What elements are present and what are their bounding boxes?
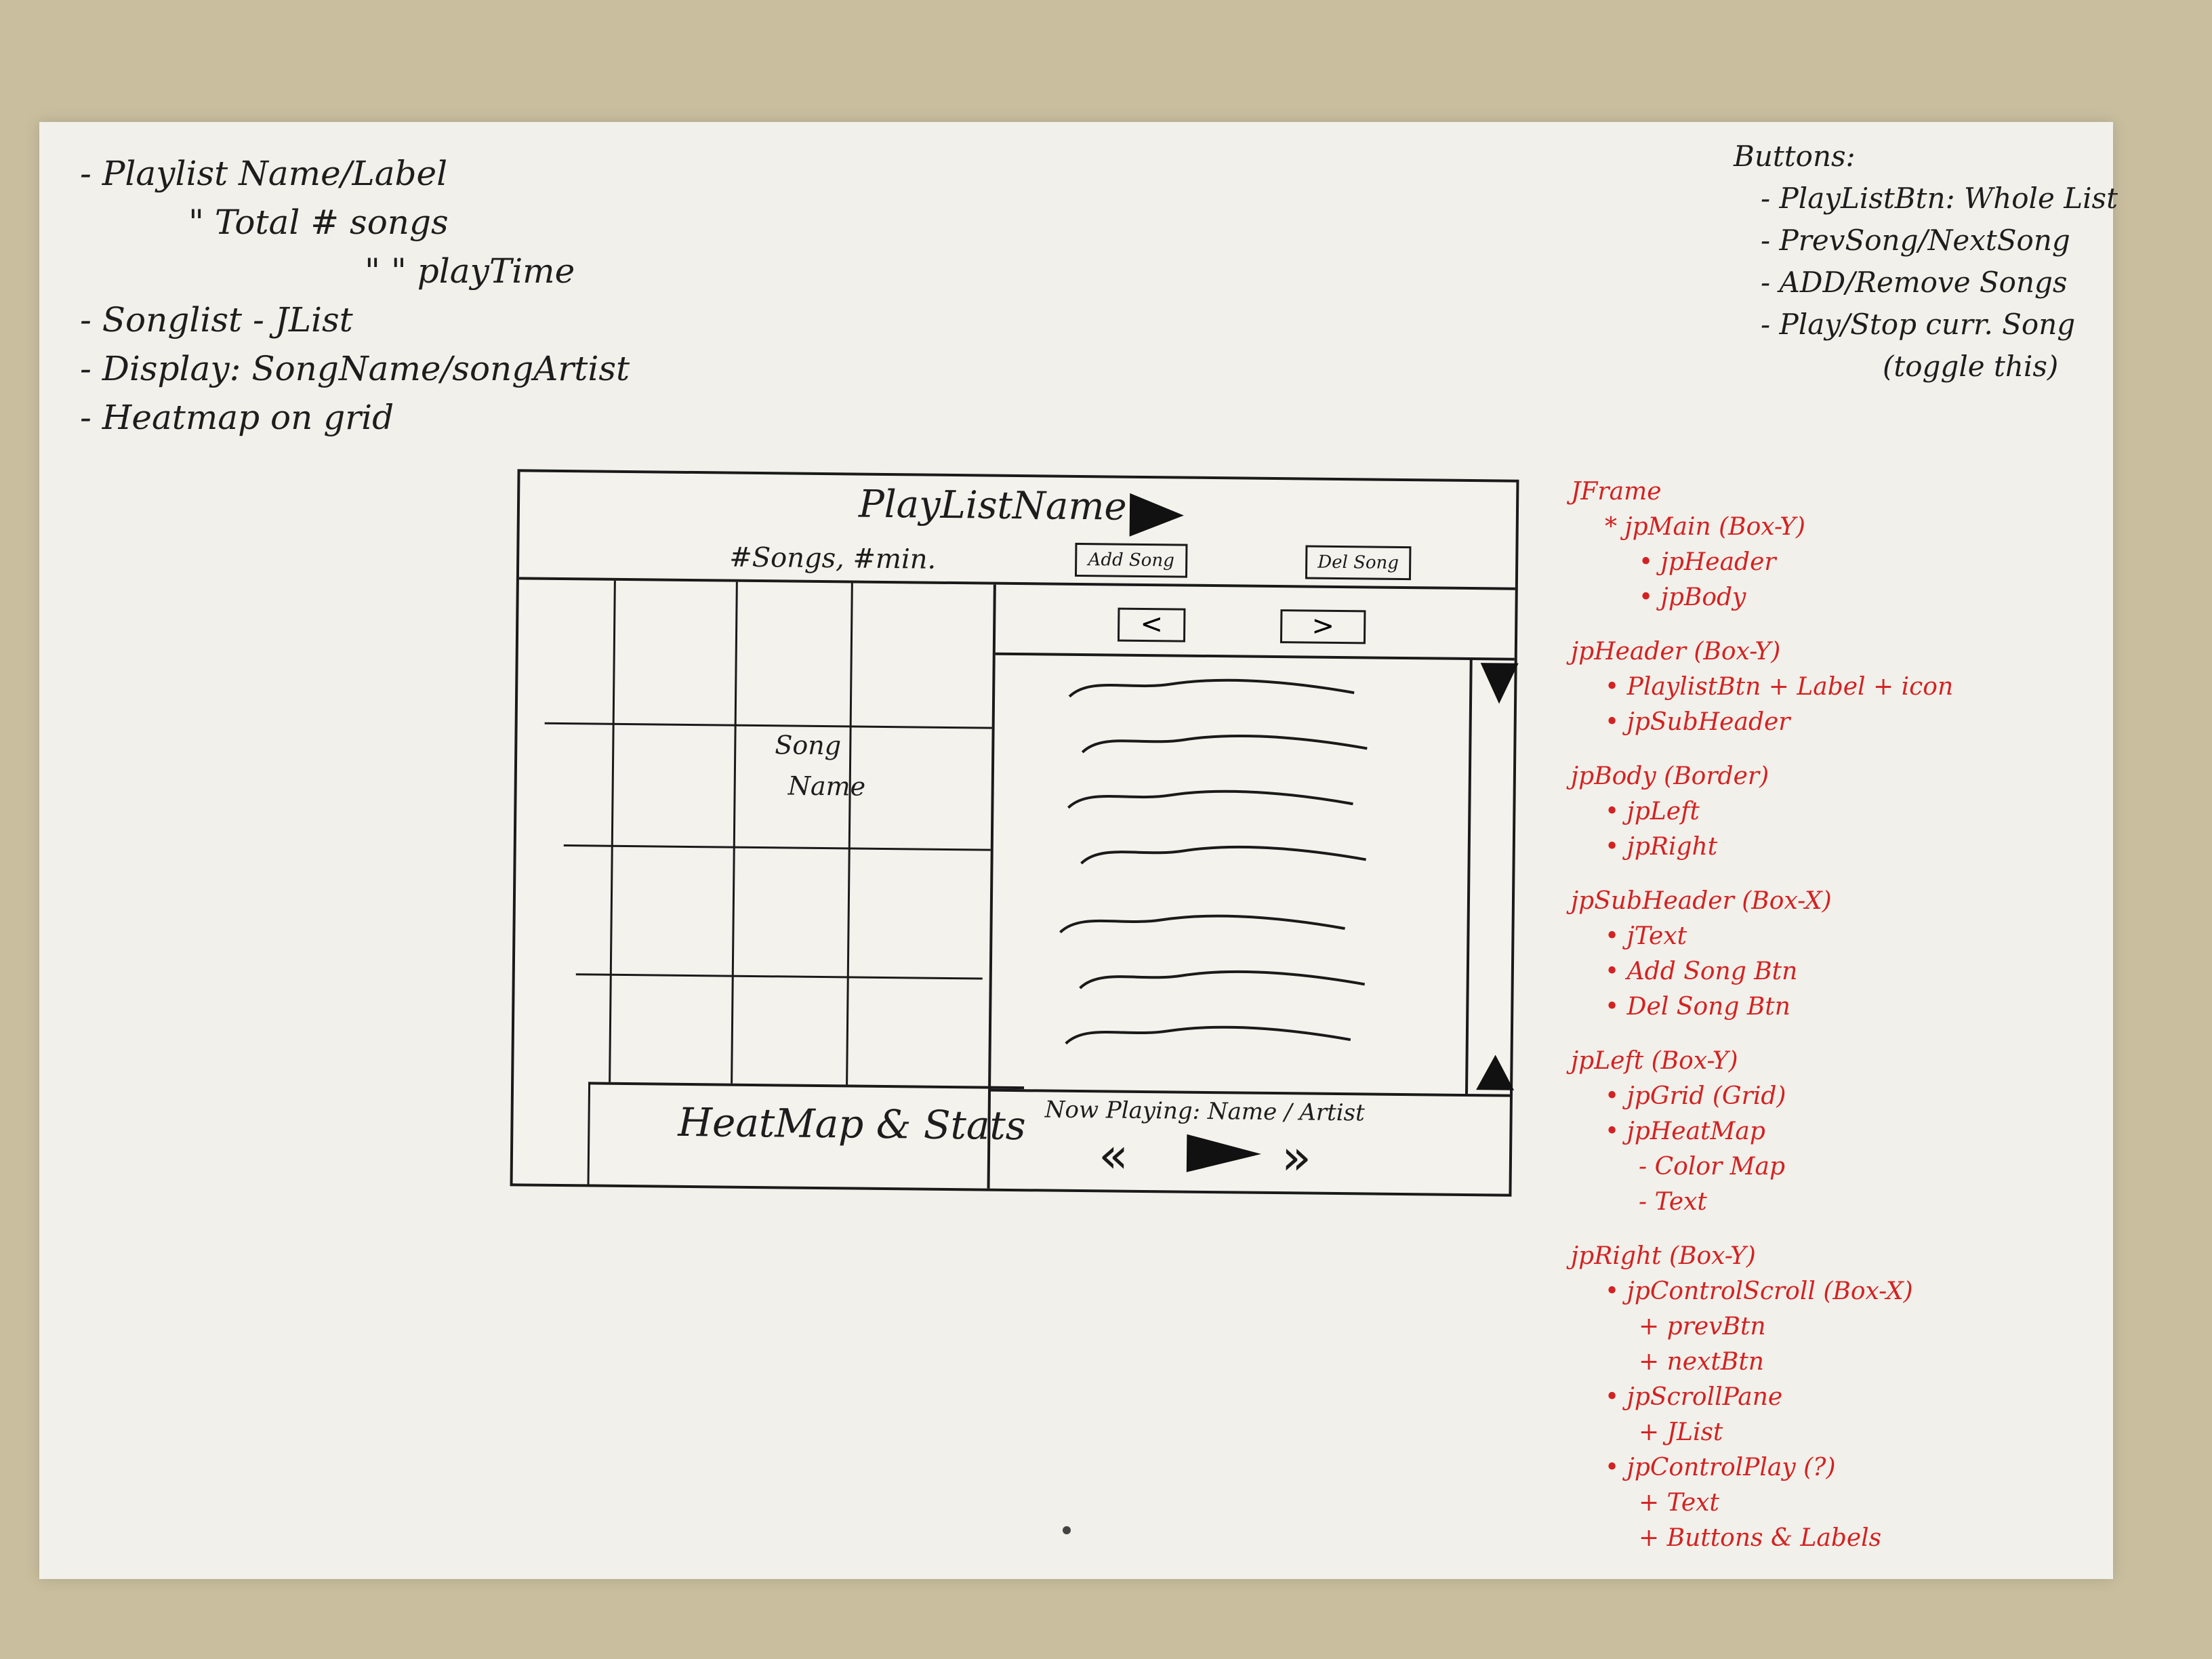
song-list-item[interactable] bbox=[1065, 1025, 1351, 1046]
heatmap-panel: HeatMap & Stats bbox=[587, 1082, 1026, 1191]
wireframe-header: PlayListName #Songs, #min. Add Song Del … bbox=[518, 472, 1517, 590]
arch-note-line: • PlaylistBtn + Label + icon bbox=[1605, 673, 1954, 701]
requirements-notes: - Playlist Name/Label " Total # songs " … bbox=[80, 149, 630, 442]
arch-note-line: • jpScrollPane bbox=[1605, 1383, 1783, 1411]
arch-note-line: jpRight (Box-Y) bbox=[1571, 1242, 1756, 1270]
arch-note-line: jpSubHeader (Box-X) bbox=[1571, 887, 1832, 915]
song-list-item[interactable] bbox=[1081, 734, 1368, 755]
note-gap bbox=[1571, 615, 1953, 634]
arch-note-line: • jpGrid (Grid) bbox=[1605, 1082, 1786, 1110]
grid-line bbox=[609, 580, 616, 1082]
arch-note-line: + nextBtn bbox=[1639, 1348, 1764, 1376]
song-list-item[interactable] bbox=[1080, 845, 1366, 866]
note-gap bbox=[1571, 865, 1953, 884]
play-icon[interactable] bbox=[1129, 493, 1185, 537]
arch-note-line: - Color Map bbox=[1639, 1153, 1786, 1181]
app-wireframe: PlayListName #Songs, #min. Add Song Del … bbox=[510, 469, 1519, 1197]
arch-note-line: jpLeft (Box-Y) bbox=[1571, 1047, 1738, 1075]
add-song-button[interactable]: Add Song bbox=[1074, 542, 1188, 578]
whiteboard-paper: - Playlist Name/Label " Total # songs " … bbox=[39, 122, 2118, 1579]
left-pane: Song Name HeatMap & Stats bbox=[512, 579, 1026, 1191]
note-line: Buttons: bbox=[1734, 140, 1856, 173]
note-gap bbox=[1571, 1025, 1953, 1044]
song-list-item[interactable] bbox=[1068, 678, 1355, 699]
note-line: (toggle this) bbox=[1883, 350, 2059, 383]
song-list-item[interactable] bbox=[1067, 790, 1353, 811]
arch-note-line: • jpRight bbox=[1605, 833, 1718, 861]
note-gap bbox=[1571, 1220, 1953, 1239]
song-list-items bbox=[1059, 678, 1368, 1046]
song-list-item[interactable] bbox=[1079, 970, 1366, 991]
arch-note-line: jpBody (Border) bbox=[1571, 762, 1769, 790]
note-gap bbox=[1571, 740, 1953, 759]
grid-line bbox=[731, 581, 738, 1084]
arch-note-line: + Text bbox=[1639, 1489, 1719, 1517]
buttons-notes: Buttons: - PlayListBtn: Whole List - Pre… bbox=[1734, 136, 2118, 388]
arch-note-line: • Del Song Btn bbox=[1605, 993, 1790, 1021]
component-hierarchy-notes: JFrame * jpMain (Box-Y) • jpHeader • jpBody… bbox=[1571, 474, 1953, 1556]
arch-note-line: • jText bbox=[1605, 922, 1687, 950]
note-line: - Songlist - JList bbox=[80, 300, 353, 340]
arch-note-line: • Add Song Btn bbox=[1605, 958, 1798, 985]
next-page-button[interactable]: > bbox=[1279, 609, 1366, 644]
previous-song-button[interactable]: « bbox=[1098, 1126, 1129, 1184]
arch-note-line: • jpLeft bbox=[1605, 798, 1700, 825]
songs-count-text: #Songs, #min. bbox=[729, 541, 937, 575]
song-list-item[interactable] bbox=[1059, 914, 1345, 935]
grid-line bbox=[846, 583, 853, 1085]
arch-note-line: + JList bbox=[1639, 1418, 1723, 1446]
note-line: - Heatmap on grid bbox=[80, 398, 394, 437]
note-line: - Playlist Name/Label bbox=[80, 154, 448, 193]
note-line: - PlayListBtn: Whole List bbox=[1761, 182, 2118, 215]
note-line: " " playTime bbox=[365, 251, 575, 291]
right-pane: < > Now Playing: Name / Artist « » bbox=[989, 584, 1519, 1197]
arch-note-line: • jpControlScroll (Box-X) bbox=[1605, 1277, 1913, 1305]
play-pause-button[interactable] bbox=[1186, 1134, 1262, 1173]
arch-note-line: • jpBody bbox=[1639, 583, 1746, 611]
arch-note-line: * jpMain (Box-Y) bbox=[1605, 513, 1805, 541]
pin-mark bbox=[1063, 1526, 1071, 1534]
del-song-button[interactable]: Del Song bbox=[1305, 545, 1412, 581]
grid-cell-text: Name bbox=[787, 771, 866, 802]
scrollbar[interactable] bbox=[1465, 660, 1519, 1094]
arch-note-line: JFrame bbox=[1571, 478, 1662, 506]
arch-note-line: + prevBtn bbox=[1639, 1313, 1766, 1340]
scroll-down-arrow-icon[interactable] bbox=[1480, 663, 1519, 704]
grid-cell-text: Song bbox=[775, 730, 842, 761]
prev-page-button[interactable]: < bbox=[1117, 607, 1186, 642]
grid-line bbox=[563, 844, 991, 851]
playlist-name-label[interactable]: PlayListName bbox=[858, 482, 1127, 529]
arch-note-line: + Buttons & Labels bbox=[1639, 1524, 1882, 1552]
note-line: - Display: SongName/songArtist bbox=[80, 349, 630, 388]
grid-line bbox=[575, 973, 983, 980]
arch-note-line: • jpSubHeader bbox=[1605, 708, 1790, 736]
heatmap-label: HeatMap & Stats bbox=[678, 1099, 1026, 1149]
scroll-up-arrow-icon[interactable] bbox=[1476, 1054, 1515, 1090]
note-line: - ADD/Remove Songs bbox=[1761, 266, 2068, 299]
arch-note-line: - Text bbox=[1639, 1188, 1707, 1216]
play-controls: Now Playing: Name / Artist « » bbox=[989, 1088, 1511, 1197]
note-line: - PrevSong/NextSong bbox=[1761, 224, 2070, 257]
arch-note-line: • jpHeatMap bbox=[1605, 1118, 1765, 1145]
arch-note-line: • jpControlPlay (?) bbox=[1605, 1454, 1836, 1481]
arch-note-line: jpHeader (Box-Y) bbox=[1571, 638, 1781, 665]
next-song-button[interactable]: » bbox=[1281, 1128, 1312, 1186]
note-line: " Total # songs bbox=[188, 203, 449, 242]
note-line: - Play/Stop curr. Song bbox=[1761, 308, 2076, 341]
grid-cell-song[interactable]: Song Name bbox=[774, 724, 866, 806]
now-playing-text: Now Playing: Name / Artist bbox=[1044, 1096, 1365, 1127]
scroll-controls: < > bbox=[995, 584, 1515, 661]
song-list[interactable] bbox=[991, 655, 1470, 1094]
arch-note-line: • jpHeader bbox=[1639, 548, 1776, 576]
